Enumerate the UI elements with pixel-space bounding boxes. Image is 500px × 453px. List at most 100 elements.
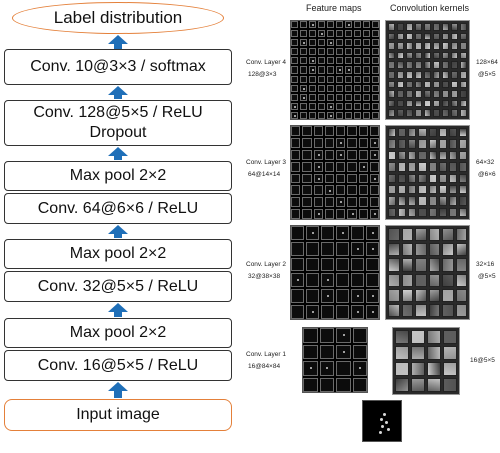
feature-map-cell (302, 126, 312, 136)
feature-map-cell (369, 197, 379, 208)
kernel-cell (415, 303, 427, 317)
arrow-up-icon (108, 382, 128, 398)
feature-map-cell (345, 75, 352, 83)
kernel-cell (443, 346, 457, 360)
feature-map-cell (306, 241, 319, 256)
layer-box-maxpool-3: Max pool 2×2 (4, 161, 232, 191)
feature-map-cell (358, 185, 368, 196)
kernel-grid (385, 225, 470, 320)
kernel-cell (442, 258, 454, 272)
input-image-thumbnail (362, 400, 402, 442)
feature-map-cell (363, 21, 370, 29)
kernel-cell (388, 42, 395, 50)
kernel-cell (398, 173, 407, 183)
feature-map-cell (313, 185, 323, 196)
kernel-cell (418, 139, 427, 149)
feature-map-cell (351, 289, 364, 304)
kernel-cell (401, 228, 413, 242)
feature-map-cell (309, 111, 316, 119)
feature-map-cell (351, 305, 364, 319)
feature-map-cell (291, 84, 298, 92)
feature-map-cell (358, 209, 368, 219)
kernel-cell (388, 258, 400, 272)
kernel-cell (401, 273, 413, 287)
kernel-cell (388, 228, 400, 242)
kernel-cell (415, 273, 427, 287)
arrow-up-icon (108, 225, 128, 238)
kernel-cell (458, 184, 467, 195)
kernel-cell (388, 70, 395, 79)
kernel-cell (455, 273, 467, 287)
kernel-cell (442, 303, 454, 317)
kernel-cell (424, 109, 431, 117)
kernel-cell (401, 258, 413, 272)
feature-map-cell (300, 84, 307, 92)
feature-map-cell (327, 93, 334, 101)
feature-map-cell (309, 48, 316, 56)
feature-map-cell (336, 39, 343, 47)
kernel-cell (428, 128, 437, 138)
kernel-cell (406, 32, 413, 41)
kernel-cell (424, 90, 431, 98)
kernel-cell (442, 23, 449, 31)
kernel-cell (397, 99, 404, 108)
kernel-cell (438, 150, 447, 161)
kernel-cell (411, 378, 425, 392)
kernel-cell (451, 80, 458, 89)
feature-map-cell (306, 257, 319, 272)
kernel-cell (415, 70, 422, 79)
kernel-dims: 128×64 (476, 59, 498, 66)
kernel-cell (408, 184, 417, 195)
feature-map-grid (290, 125, 380, 220)
feature-map-cell (347, 161, 357, 172)
kernel-cell (424, 70, 431, 79)
layer-name: Conv. Layer 4 (246, 59, 286, 66)
kernel-cell (460, 23, 467, 31)
kernel-cell (388, 273, 400, 287)
kernel-cell (428, 173, 437, 183)
kernel-cell (424, 32, 431, 41)
feature-map-cell (358, 161, 368, 172)
kernels-header: Convolution kernels (390, 3, 470, 13)
feature-map-cell (363, 30, 370, 38)
feature-map-cell (318, 30, 325, 38)
feature-map-cell (358, 173, 368, 184)
feature-map-cell (336, 377, 351, 392)
feature-map-cell (372, 57, 379, 65)
feature-map-cell (351, 241, 364, 256)
feature-map-cell (319, 344, 334, 359)
kernel-cell (415, 109, 422, 117)
kernel-cell (455, 243, 467, 257)
feature-map-cell (354, 57, 361, 65)
feature-map-cell (354, 84, 361, 92)
feature-map-cell (336, 361, 351, 376)
feature-map-cell (313, 197, 323, 208)
kernel-grid (392, 327, 460, 395)
feature-map-cell (318, 66, 325, 74)
feature-map-cell (347, 173, 357, 184)
feature-map-cell (366, 289, 379, 304)
kernel-cell (388, 196, 397, 206)
feature-map-cell (347, 126, 357, 136)
kernel-cell (442, 109, 449, 117)
feature-map-cell (363, 84, 370, 92)
feature-map-cell (354, 75, 361, 83)
kernel-cell (442, 228, 454, 242)
kernel-cell (415, 90, 422, 98)
feature-map-cell (318, 111, 325, 119)
feature-map-cell (336, 111, 343, 119)
feature-map-cell (358, 137, 368, 148)
kernel-cell (424, 23, 431, 31)
layer-box-conv-16: Conv. 16@5×5 / ReLU (4, 350, 232, 381)
feature-map-cell (324, 126, 334, 136)
feature-map-cell (327, 57, 334, 65)
feature-map-cell (336, 75, 343, 83)
feature-map-cell (352, 377, 367, 392)
kernel-cell (388, 288, 400, 302)
feature-map-cell (313, 173, 323, 184)
layer-label: Dropout (89, 124, 147, 141)
feature-map-cell (336, 305, 349, 319)
kernel-cell (438, 162, 447, 172)
feature-map-cell (336, 21, 343, 29)
feature-map-cell (372, 39, 379, 47)
